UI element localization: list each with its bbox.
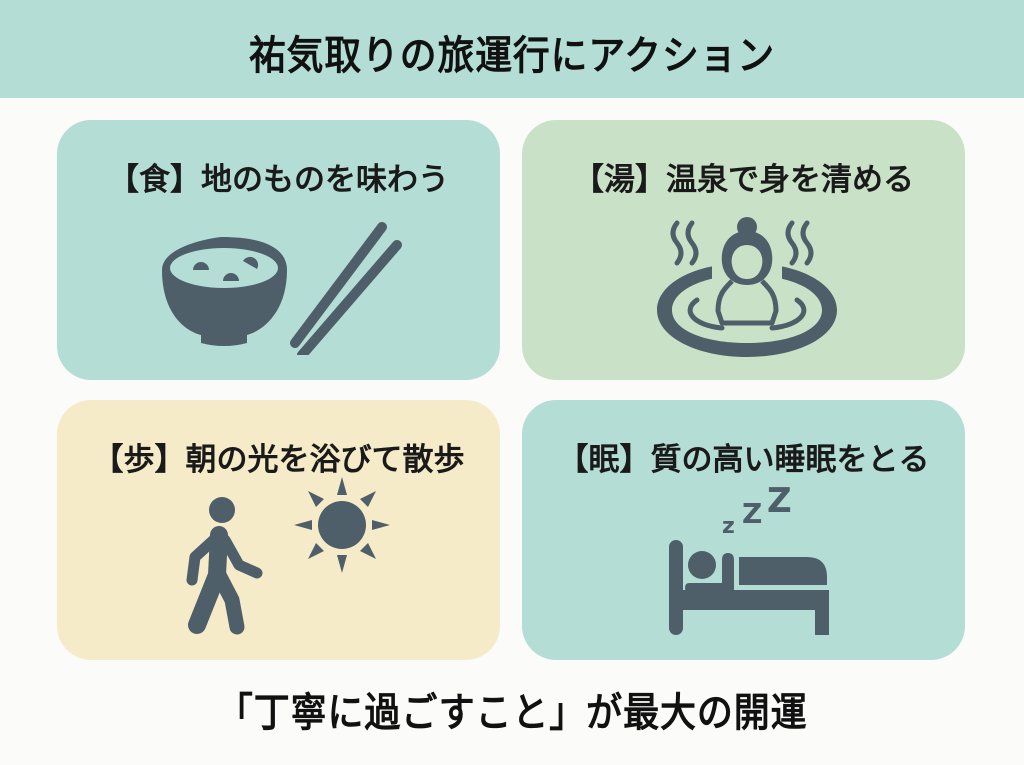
header-banner: 祐気取りの旅運行にアクション (0, 0, 1024, 98)
footer-message: 「丁寧に過ごすこと」が最大の開運 (0, 680, 1024, 738)
sleep-z-large: Z (767, 485, 792, 521)
page-title: 祐気取りの旅運行にアクション (248, 33, 776, 79)
card-hot-spring: 【湯】温泉で身を清める (522, 120, 965, 380)
footer-text: 「丁寧に過ごすこと」が最大の開運 (216, 690, 808, 736)
sleeping-bed-icon: z Z Z (669, 485, 829, 635)
rice-bowl-chopsticks-icon (162, 222, 402, 355)
card-food-title: 【食】地のものを味わう (108, 162, 449, 198)
card-sleep-title: 【眠】質の高い睡眠をとる (557, 442, 930, 478)
sun-icon (294, 477, 390, 573)
card-walk-title: 【歩】朝の光を浴びて散歩 (92, 442, 465, 478)
sleep-z-small: z (722, 514, 735, 539)
walking-person-icon (186, 497, 263, 635)
hot-spring-bather-icon (657, 217, 837, 357)
card-hot-spring-title: 【湯】温泉で身を清める (573, 162, 914, 198)
card-food: 【食】地のものを味わう (57, 120, 500, 380)
card-sleep: 【眠】質の高い睡眠をとる z Z Z (522, 400, 965, 660)
card-walk: 【歩】朝の光を浴びて散歩 (57, 400, 500, 660)
sleep-z-medium: Z (742, 497, 762, 530)
